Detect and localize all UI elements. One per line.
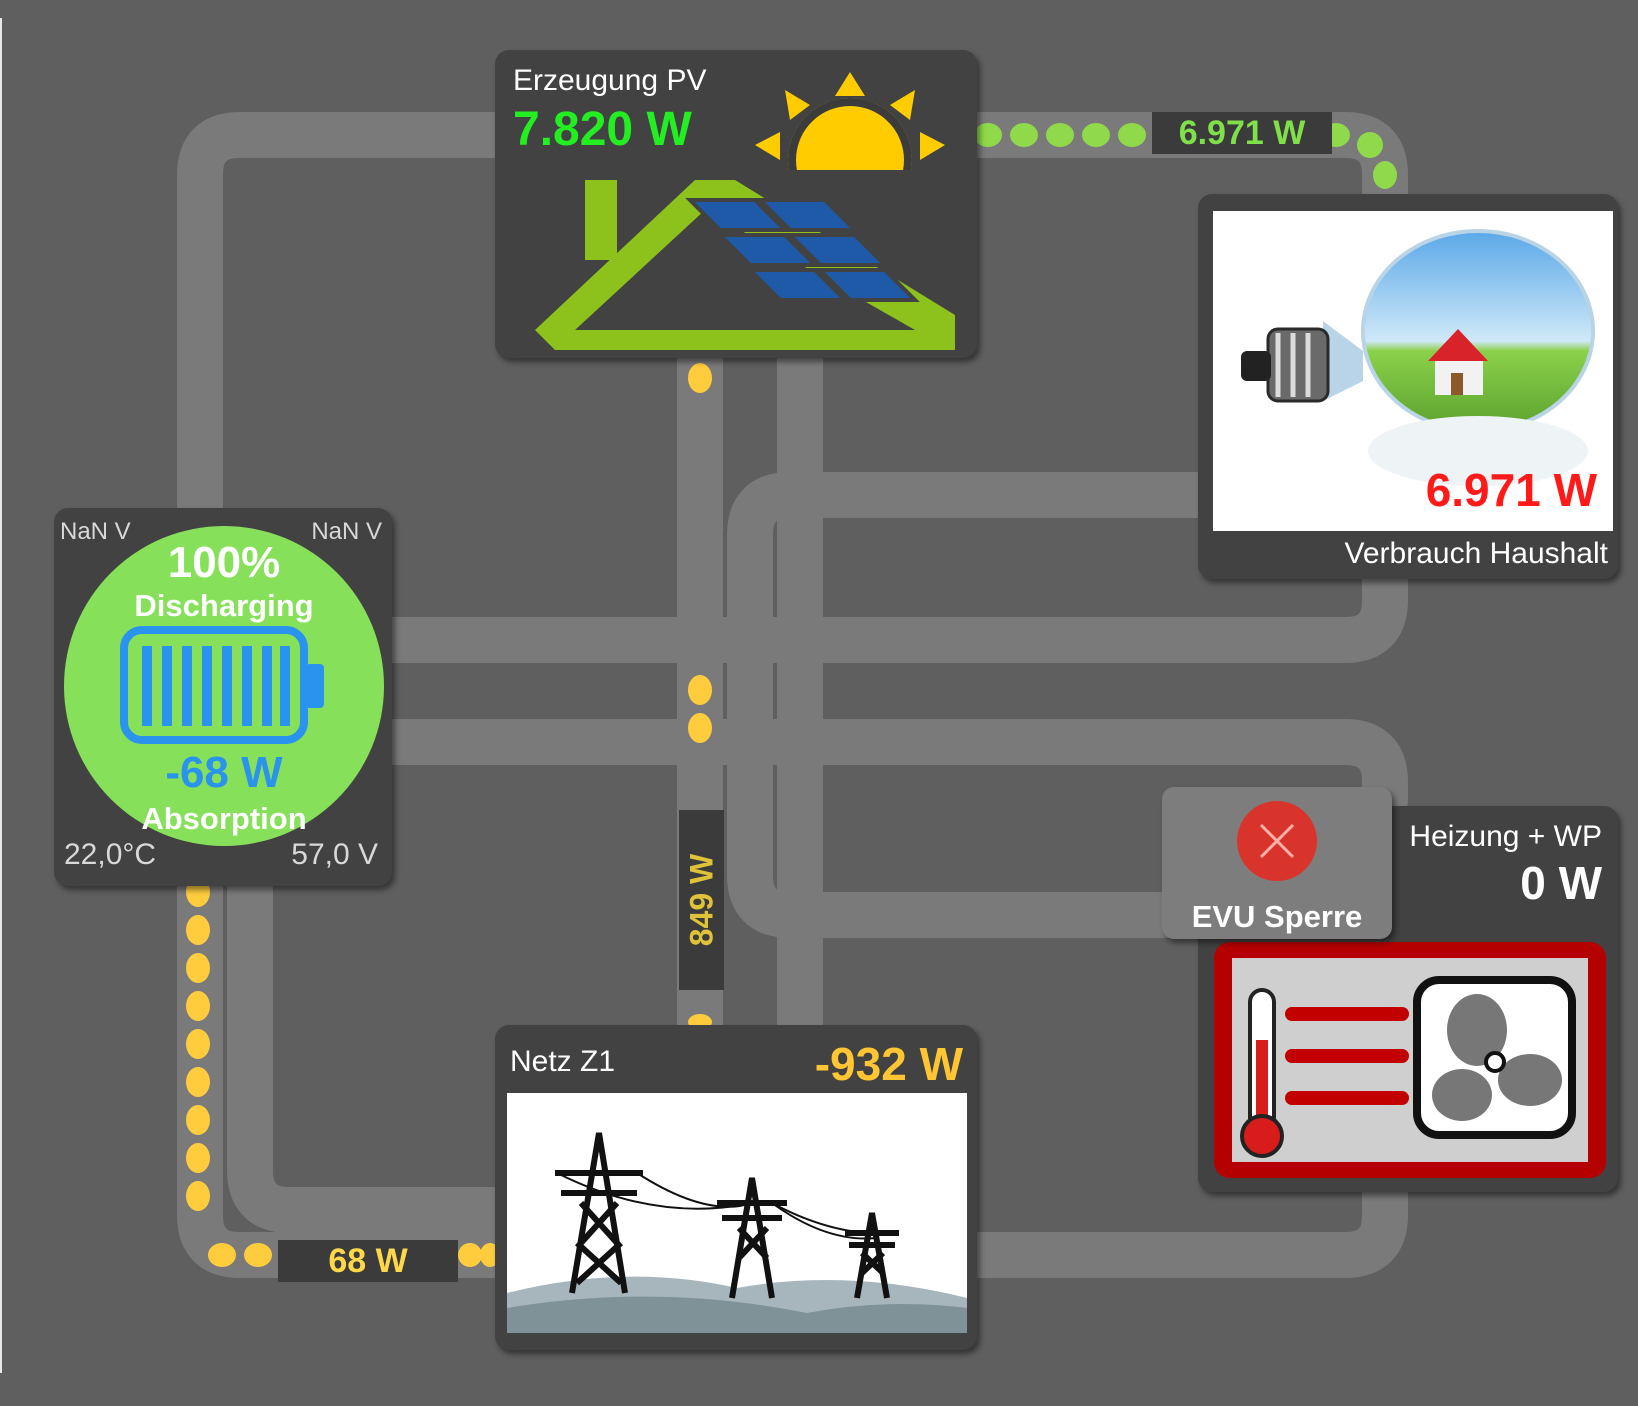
pv-power-value: 7.820 W (513, 103, 692, 156)
wire-pv-battery (177, 112, 543, 543)
wire-batt-grid-outer (177, 857, 523, 1278)
wire-heating-mid (367, 719, 1408, 823)
wire-house-left-loop (727, 472, 1223, 938)
wire-grid-heating (952, 1157, 1408, 1278)
battery-voltage: 57,0 V (291, 838, 378, 871)
flow-label-battery-to-grid: 68 W (278, 1240, 458, 1282)
flow-dots-green (974, 123, 1397, 189)
heating-power-value: 0 W (1520, 857, 1602, 909)
flow-dots-yellow (186, 363, 712, 1267)
heater-fan-icon (1214, 942, 1606, 1178)
battery-icon (120, 626, 324, 744)
heating-title: Heizung + WP (1409, 820, 1602, 853)
lightbulb-house-icon (1241, 229, 1595, 486)
household-title: Verbrauch Haushalt (1344, 537, 1609, 570)
household-image: 6.971 W (1213, 211, 1613, 531)
evu-lock-button[interactable]: EVU Sperre (1162, 787, 1392, 939)
battery-soc: 100% (167, 538, 281, 587)
wire-house-return (367, 537, 1408, 663)
battery-card[interactable]: 100% Discharging -68 W Absorption NaN V … (54, 508, 392, 886)
battery-charge-mode: Absorption (141, 801, 307, 836)
flow-label-grid-vertical-text: 849 W (683, 853, 719, 947)
household-consumption-card[interactable]: 6.971 W Verbrauch Haushalt (1198, 194, 1618, 579)
battery-voltage-left: NaN V (60, 518, 131, 545)
household-power-value: 6.971 W (1425, 464, 1597, 516)
battery-temperature: 22,0°C (64, 838, 157, 871)
evu-lock-label: EVU Sperre (1191, 899, 1363, 934)
flow-label-grid-vertical: 849 W (679, 810, 724, 990)
grid-power-value: -932 W (814, 1038, 963, 1090)
close-icon (1237, 801, 1317, 881)
pv-production-card[interactable]: Erzeugung PV 7.820 W (495, 50, 977, 358)
wire-batt-grid-inner (227, 857, 523, 1233)
heating-card[interactable]: Heizung + WP 0 W (1198, 806, 1618, 1192)
solar-roof-icon (535, 72, 955, 350)
page-left-border (0, 18, 2, 1373)
grid-card[interactable]: Netz Z1 -932 W (495, 1025, 977, 1350)
power-pylons-icon (507, 1132, 967, 1333)
battery-status-circle: 100% Discharging -68 W Absorption (64, 526, 384, 846)
battery-power-value: -68 W (165, 748, 283, 797)
grid-title: Netz Z1 (510, 1045, 616, 1078)
flow-label-pv-to-house: 6.971 W (1152, 112, 1332, 154)
battery-voltage-right: NaN V (311, 518, 382, 545)
battery-state: Discharging (134, 588, 314, 623)
pv-title: Erzeugung PV (513, 64, 707, 97)
grid-image (507, 1093, 967, 1333)
